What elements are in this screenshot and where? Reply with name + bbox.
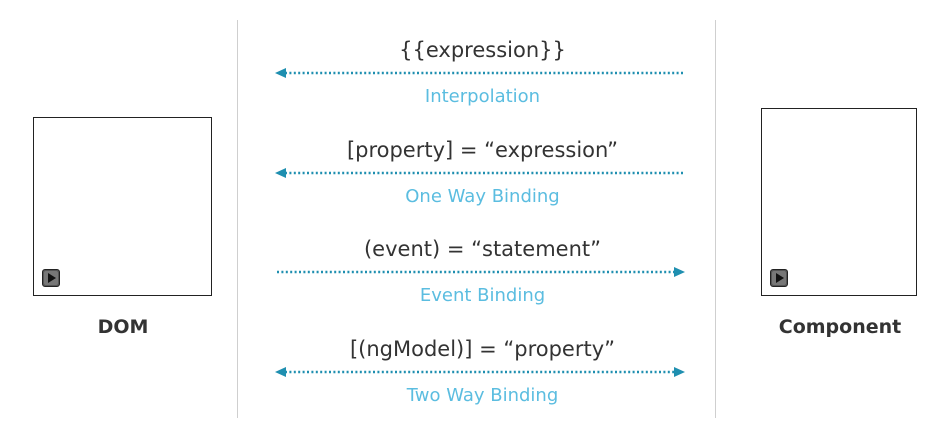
arrowhead-left	[275, 367, 286, 377]
component-box	[761, 108, 917, 296]
arrow-left-icon	[275, 168, 683, 178]
divider-right	[715, 20, 716, 418]
dom-box	[33, 117, 212, 296]
binding-two-way: [(ngModel)] = “property” Two Way Binding	[270, 337, 695, 417]
arrowhead-left	[275, 168, 286, 178]
arrow-left-icon	[275, 68, 683, 78]
arrow-right-icon	[277, 267, 685, 277]
binding-one-way: [property] = “expression” One Way Bindin…	[270, 138, 695, 218]
dom-caption: DOM	[97, 316, 149, 338]
arrowhead-right	[674, 367, 685, 377]
binding-label: Two Way Binding	[406, 385, 559, 406]
binding-expression: {{expression}}	[399, 38, 566, 62]
divider-left	[237, 20, 238, 418]
binding-label: Interpolation	[424, 86, 541, 107]
component-caption: Component	[778, 316, 902, 338]
play-icon[interactable]	[42, 269, 60, 287]
binding-expression: [(ngModel)] = “property”	[349, 337, 616, 361]
arrowhead-left	[275, 68, 286, 78]
binding-interpolation: {{expression}} Interpolation	[270, 38, 695, 118]
play-icon[interactable]	[770, 269, 788, 287]
binding-label: Event Binding	[419, 285, 546, 306]
arrow-both-icon	[275, 367, 685, 377]
binding-expression: (event) = “statement”	[363, 237, 602, 261]
binding-event: (event) = “statement” Event Binding	[270, 237, 695, 317]
binding-expression: [property] = “expression”	[346, 138, 619, 162]
binding-label: One Way Binding	[405, 186, 560, 207]
arrowhead-right	[674, 267, 685, 277]
